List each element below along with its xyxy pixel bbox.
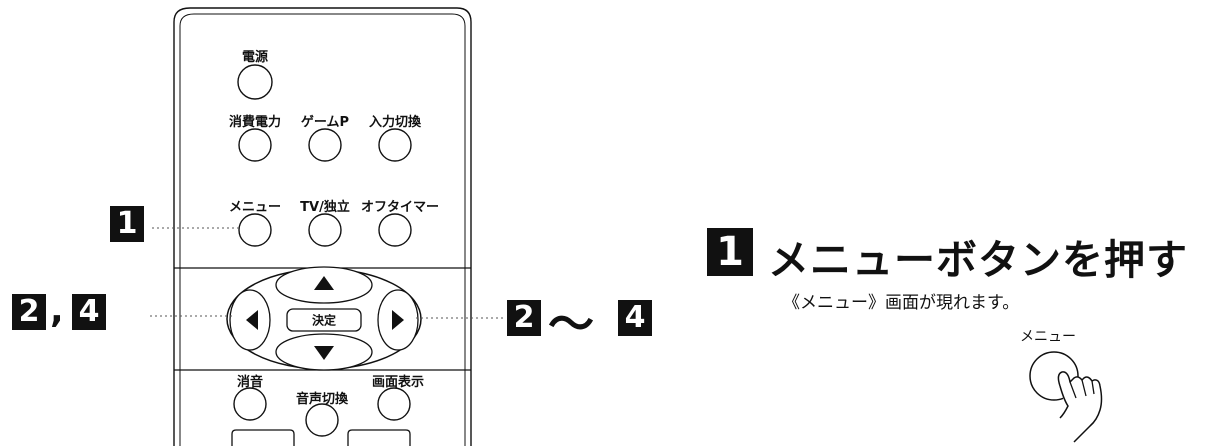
audio-switch-button (305, 403, 339, 437)
step-4-callout: 4 (72, 294, 106, 330)
remote-control-illustration (150, 7, 505, 446)
down-arrow-icon (314, 346, 334, 360)
game-p-label: ゲームP (300, 115, 350, 130)
enter-button (286, 308, 362, 332)
instruction-step-badge: 1 (707, 228, 753, 276)
step-2-callout-right: 2 (507, 300, 541, 336)
off-timer-button (378, 213, 412, 247)
enter-label: 決定 (311, 313, 337, 328)
menu-button-caption: メニュー (1020, 329, 1076, 345)
callout-separator: , (50, 290, 64, 331)
instruction-heading: メニューボタンを押す (768, 236, 1188, 284)
step-1-callout: 1 (110, 206, 144, 242)
right-arrow-icon (392, 310, 404, 330)
power-save-label: 消費電力 (228, 115, 282, 130)
tv-standalone-button (308, 213, 342, 247)
screen-display-button (377, 387, 411, 421)
power-label: 電源 (241, 50, 269, 65)
press-button-hand-icon (1029, 351, 1103, 443)
input-switch-label: 入力切換 (368, 115, 422, 130)
power-button (237, 64, 273, 100)
up-arrow-icon (314, 276, 334, 290)
left-arrow-icon (246, 310, 258, 330)
screen-display-label: 画面表示 (371, 375, 425, 390)
power-save-button (238, 128, 272, 162)
instruction-subtext: 《メニュー》画面が現れます。 (783, 293, 1020, 313)
mute-button (233, 387, 267, 421)
menu-label: メニュー (228, 200, 282, 215)
step-2-callout: 2 (12, 294, 46, 330)
mute-label: 消音 (236, 375, 264, 390)
off-timer-label: オフタイマー (360, 200, 440, 215)
step-4-callout-right: 4 (618, 300, 652, 336)
menu-button (238, 213, 272, 247)
game-p-button (308, 128, 342, 162)
tv-standalone-label: TV/独立 (300, 200, 350, 215)
audio-switch-label: 音声切換 (295, 392, 349, 407)
callout-range-tilde: 〜 (548, 297, 594, 351)
input-switch-button (378, 128, 412, 162)
